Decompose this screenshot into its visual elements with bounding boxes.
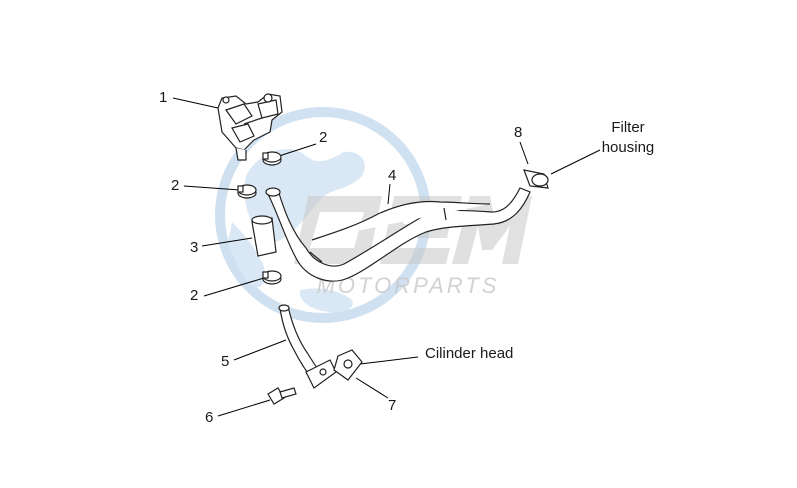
air-valve-part bbox=[217, 93, 283, 161]
filter-clamp-part bbox=[523, 169, 549, 189]
hose-clamp-lower bbox=[262, 270, 282, 285]
callout-2-upper: 2 bbox=[319, 129, 328, 146]
callout-4: 4 bbox=[388, 167, 397, 184]
callout-2-lower: 2 bbox=[190, 287, 199, 304]
filter-housing-label-line1: Filter bbox=[611, 119, 645, 136]
callout-7: 7 bbox=[388, 397, 397, 414]
short-hose-part bbox=[251, 215, 277, 257]
air-pipe-part bbox=[265, 187, 531, 282]
leader-lines bbox=[172, 97, 601, 417]
callout-3: 3 bbox=[190, 239, 199, 256]
cylinder-head-label: Cilinder head bbox=[425, 345, 514, 362]
hose-clamp-middle bbox=[237, 184, 257, 199]
bolt-part bbox=[267, 387, 297, 405]
filter-housing-label-line2: housing bbox=[601, 139, 655, 156]
callout-6: 6 bbox=[205, 409, 214, 426]
gasket-part bbox=[333, 349, 363, 381]
callout-1: 1 bbox=[159, 89, 168, 106]
metal-tube-part bbox=[278, 304, 337, 389]
callout-2-middle: 2 bbox=[171, 177, 180, 194]
hose-clamp-upper bbox=[262, 151, 282, 166]
callout-8: 8 bbox=[514, 124, 523, 141]
callout-5: 5 bbox=[221, 353, 230, 370]
